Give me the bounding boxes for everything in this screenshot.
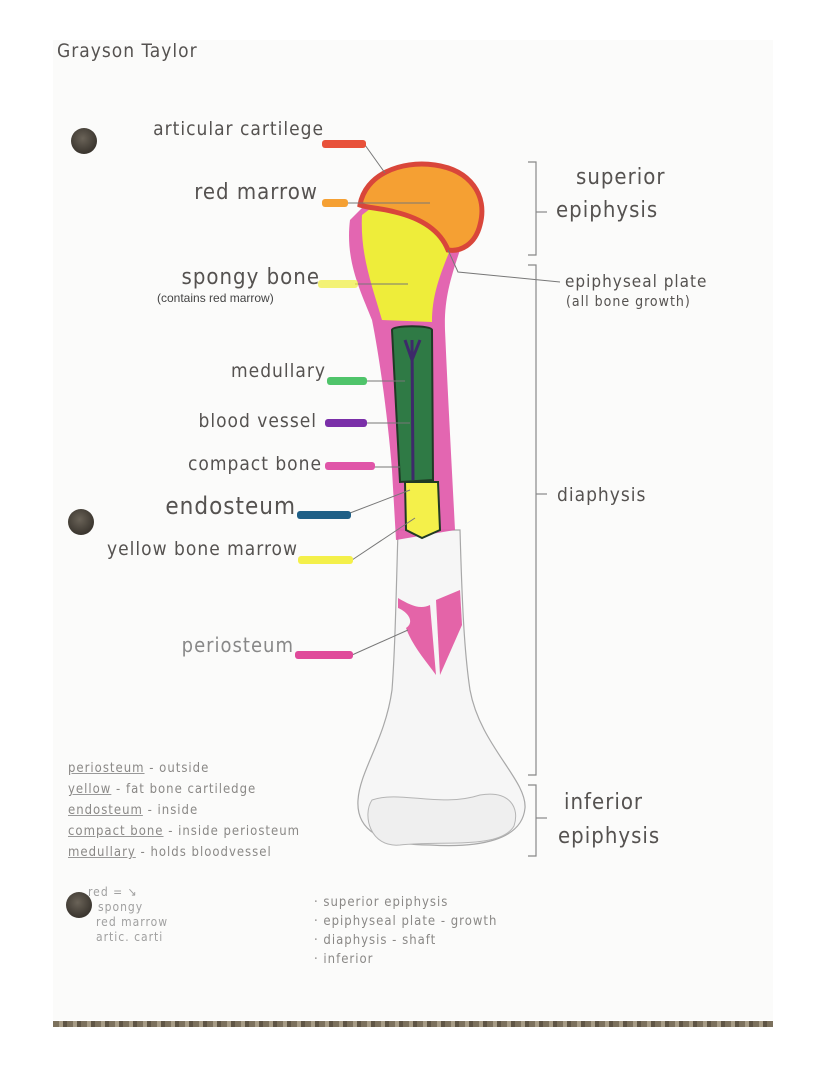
label-red-marrow: red marrow [194, 180, 318, 205]
periosteum-swatch [295, 651, 353, 659]
region-superior-epiphysis: epiphysis [556, 198, 659, 223]
notes-red: red = ↘ spongy red marrow artic. carti [88, 885, 169, 944]
label-blood-vessel: blood vessel [198, 410, 317, 432]
endosteum-swatch [297, 511, 351, 519]
medullary-swatch [327, 377, 367, 385]
note-line: endosteum - inside [68, 803, 199, 818]
notes-regions: · superior epiphysis · epiphyseal plate … [314, 895, 498, 967]
author-name: Grayson Taylor [57, 40, 198, 62]
note-line: yellow - fat bone cartiledge [68, 782, 257, 797]
note-line: periosteum - outside [68, 761, 210, 776]
yellow-bone-marrow-swatch [298, 556, 353, 564]
note-line: compact bone - inside periosteum [68, 824, 301, 839]
label-compact-bone: compact bone [187, 453, 322, 475]
red-marrow-swatch [322, 199, 348, 207]
region-superior: superior [576, 165, 666, 190]
compact-bone-swatch [325, 462, 375, 470]
label-periosteum: periosteum [181, 633, 294, 657]
table-edge [53, 1021, 773, 1027]
hole-punch-icon [68, 509, 94, 535]
region-diaphysis: diaphysis [557, 484, 647, 506]
hole-punch-icon [71, 128, 97, 154]
articular-cartilage-swatch [322, 140, 366, 148]
blood-vessel-swatch [325, 419, 367, 427]
note-line: medullary - holds bloodvessel [68, 845, 272, 860]
region-epiphyseal-plate: epiphyseal plate [565, 272, 708, 292]
label-spongy-bone-note: (contains red marrow) [157, 291, 274, 305]
label-yellow-bone-marrow: yellow bone marrow [107, 538, 298, 560]
label-endosteum: endosteum [165, 492, 296, 520]
notes-definitions: periosteum - outside yellow - fat bone c… [68, 758, 300, 863]
label-spongy-bone: spongy bone [181, 265, 320, 290]
spongy-bone-swatch [318, 280, 358, 288]
region-inferior-epiphysis: epiphysis [558, 824, 661, 849]
label-medullary: medullary [231, 360, 326, 382]
label-articular-cartilage: articular cartilege [153, 118, 324, 140]
region-epiphyseal-plate-note: (all bone growth) [566, 294, 691, 310]
region-inferior: inferior [564, 790, 644, 815]
hole-punch-icon [66, 892, 92, 918]
